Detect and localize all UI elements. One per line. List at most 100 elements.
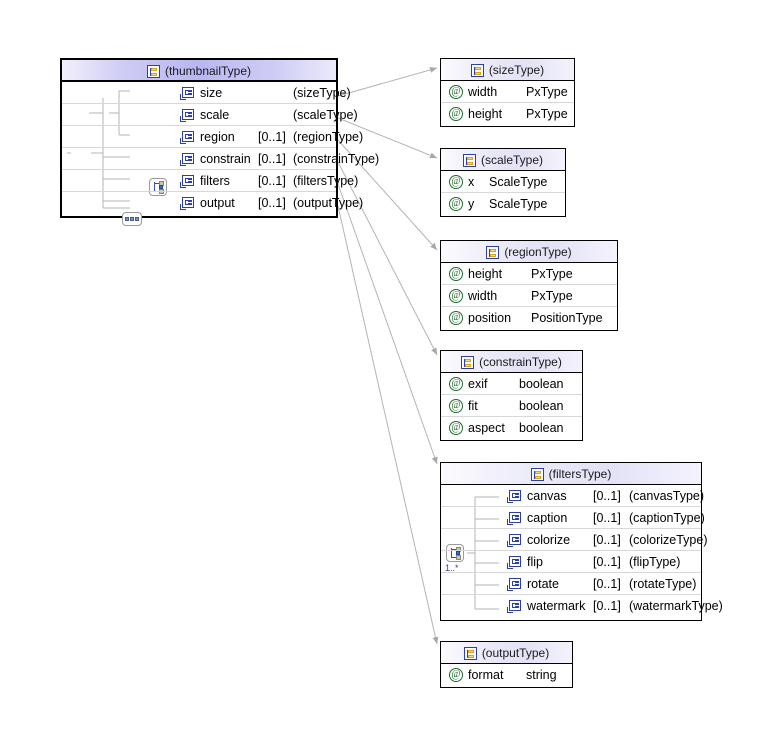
row-name: aspect	[468, 421, 505, 435]
row-name: constrain	[200, 152, 251, 166]
table-row[interactable]: canvas [0..1] (canvasType)	[441, 485, 705, 507]
attribute-icon: @	[449, 197, 463, 211]
row-cardinality: [0..1]	[593, 533, 621, 547]
node-rows-filterstype: 1..* canvas [0..1] (canvasType) caption …	[441, 485, 723, 617]
attribute-icon: @	[449, 85, 463, 99]
table-row[interactable]: @ width PxType	[441, 285, 617, 307]
row-type: (canvasType)	[629, 489, 705, 503]
row-type: PxType	[531, 289, 573, 303]
row-name: position	[468, 311, 512, 325]
node-title-sizetype: (sizeType)	[488, 63, 545, 77]
table-row[interactable]: @ y ScaleType	[441, 193, 565, 215]
row-name: region	[200, 130, 235, 144]
element-icon	[507, 489, 521, 503]
row-cardinality: [0..1]	[593, 555, 621, 569]
row-name: height	[468, 107, 503, 121]
table-row[interactable]: size (sizeType)	[62, 82, 351, 104]
row-type: boolean	[519, 377, 564, 391]
row-type: (colorizeType)	[629, 533, 708, 547]
wire-filters	[337, 183, 438, 465]
attribute-icon: @	[449, 421, 463, 435]
row-cardinality: [0..1]	[593, 511, 621, 525]
row-name: filters	[200, 174, 230, 188]
row-name: format	[468, 668, 504, 682]
node-rows-sizetype: @ width PxType @ height PxType	[441, 81, 574, 125]
node-header-outputtype: (outputType)	[441, 642, 572, 664]
element-icon	[507, 533, 521, 547]
row-cardinality: [0..1]	[593, 489, 621, 503]
table-row[interactable]: @ width PxType	[441, 81, 574, 103]
row-type: (flipType)	[629, 555, 681, 569]
sequence-icon[interactable]	[122, 211, 142, 226]
table-row[interactable]: caption [0..1] (captionType)	[441, 507, 705, 529]
row-name: output	[200, 196, 235, 210]
row-cardinality: [0..1]	[593, 599, 621, 613]
table-row[interactable]: colorize [0..1] (colorizeType)	[441, 529, 708, 551]
row-cardinality: [0..1]	[258, 152, 286, 166]
row-name: colorize	[527, 533, 571, 547]
row-type: (outputType)	[293, 196, 364, 210]
table-row[interactable]: scale (scaleType)	[62, 104, 358, 126]
table-row[interactable]: @ position PositionType	[441, 307, 617, 329]
node-sizetype[interactable]: (sizeType) @ width PxType @ height PxTyp…	[440, 58, 575, 127]
table-row[interactable]: filters [0..1] (filtersType)	[62, 170, 358, 192]
node-header-constraintype: (constrainType)	[441, 351, 582, 373]
choice-icon[interactable]	[446, 544, 464, 562]
row-name: height	[468, 267, 503, 281]
row-name: watermark	[527, 599, 586, 613]
attribute-icon: @	[449, 399, 463, 413]
table-row[interactable]: rotate [0..1] (rotateType)	[441, 573, 701, 595]
node-outputtype[interactable]: (outputType) @ format string	[440, 641, 573, 688]
row-name: canvas	[527, 489, 567, 503]
row-name: width	[468, 85, 498, 99]
table-row[interactable]: @ aspect boolean	[441, 417, 582, 439]
node-rows-scaletype: @ x ScaleType @ y ScaleType	[441, 171, 565, 215]
node-title-thumbnailtype: (thumbnailType)	[164, 64, 252, 78]
element-icon	[180, 86, 194, 100]
table-row[interactable]: watermark [0..1] (watermarkType)	[441, 595, 723, 617]
table-row[interactable]: region [0..1] (regionType)	[62, 126, 363, 148]
compositor-cardinality-label: 1..*	[445, 563, 459, 573]
element-icon	[180, 152, 194, 166]
wire-output	[337, 205, 439, 645]
attribute-icon: @	[449, 377, 463, 391]
row-type: (constrainType)	[293, 152, 380, 166]
node-thumbnailtype[interactable]: (thumbnailType)	[60, 58, 379, 226]
node-constraintype[interactable]: (constrainType) @ exif boolean @ fit boo…	[440, 350, 583, 441]
table-row[interactable]: @ fit boolean	[441, 395, 582, 417]
row-name: caption	[527, 511, 568, 525]
node-header-regiontype: (regionType)	[441, 241, 617, 263]
table-row[interactable]: constrain [0..1] (constrainType)	[62, 148, 379, 170]
node-rows-thumbnailtype: size (sizeType) scale (scaleType) region…	[62, 82, 379, 226]
table-row[interactable]: @ format string	[441, 664, 572, 686]
row-type: (filtersType)	[293, 174, 359, 188]
row-type: PositionType	[531, 311, 603, 325]
node-scaletype[interactable]: (scaleType) @ x ScaleType @ y ScaleType	[440, 148, 566, 217]
table-row[interactable]: @ x ScaleType	[441, 171, 565, 193]
complex-type-icon	[461, 355, 475, 369]
table-row[interactable]: @ height PxType	[441, 103, 574, 125]
row-name: x	[468, 175, 475, 189]
table-row[interactable]: output [0..1] (outputType)	[62, 192, 363, 214]
table-row[interactable]: flip [0..1] (flipType)	[441, 551, 701, 573]
row-type: ScaleType	[489, 175, 548, 189]
row-type: PxType	[531, 267, 573, 281]
table-row[interactable]: @ height PxType	[441, 263, 617, 285]
row-type: (captionType)	[629, 511, 705, 525]
row-name: width	[468, 289, 498, 303]
element-icon	[507, 555, 521, 569]
node-regiontype[interactable]: (regionType) @ height PxType @ width PxT…	[440, 240, 618, 331]
complex-type-icon	[470, 63, 484, 77]
table-row[interactable]: @ exif boolean	[441, 373, 582, 395]
element-icon	[180, 174, 194, 188]
complex-type-icon	[462, 153, 476, 167]
row-name: fit	[468, 399, 478, 413]
node-title-scaletype: (scaleType)	[480, 153, 544, 167]
node-header-sizetype: (sizeType)	[441, 59, 574, 81]
row-name: scale	[200, 108, 230, 122]
row-type: PxType	[526, 107, 568, 121]
row-name: exif	[468, 377, 488, 391]
row-type: (scaleType)	[293, 108, 358, 122]
node-filterstype[interactable]: (filtersType)	[440, 462, 723, 621]
